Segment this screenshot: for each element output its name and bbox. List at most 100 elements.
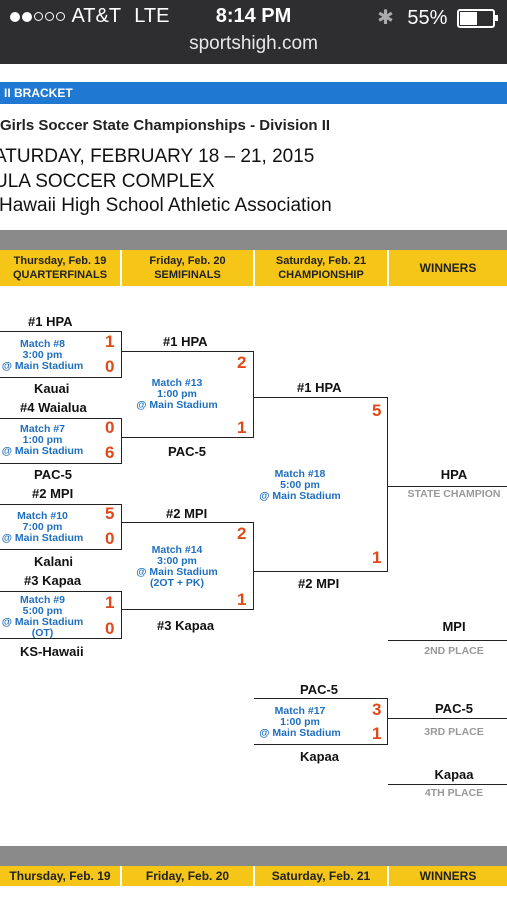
third-match-top-team: PAC-5 [300,682,339,697]
sf1-match-info: Match #13 1:00 pm @ Main Stadium [122,378,232,411]
match-time: 1:00 pm [280,716,320,728]
second-place-line [388,640,507,641]
sf2-bottom-team: #3 Kapaa [157,618,215,633]
clock: 8:14 PM [215,5,292,27]
match-number: Match #14 [151,544,203,556]
qf3-bottom-score: 0 [105,529,115,548]
qf2-bottom-score: 6 [105,443,115,462]
footer-col-thursday: Thursday, Feb. 19 [0,866,120,886]
carrier-name: AT&T [71,5,121,27]
final-top-score: 5 [372,401,382,420]
battery-icon [457,9,498,29]
winner-3-place: 3RD PLACE [424,726,484,738]
match-number: Match #17 [274,705,326,717]
qf4-bracket-box [0,591,122,639]
qf4-bottom-team: KS-Hawaii [20,644,84,659]
match-note: (2OT + PK) [150,577,204,589]
column-round: SEMIFINALS [154,269,221,281]
qf1-match-info: Match #8 3:00 pm @ Main Stadium [0,339,85,372]
qf3-bottom-team: Kalani [34,554,74,569]
third-match-left-stub [254,698,257,699]
qf1-bottom-team: Kauai [34,381,70,396]
third-match-bottom-score: 1 [372,724,382,743]
column-header-quarterfinals: Thursday, Feb. 19 QUARTERFINALS [0,250,120,286]
sf1-bracket-box [121,351,254,438]
match-number: Match #10 [17,510,68,522]
winner-4-team: Kapaa [434,767,474,782]
match-number: Match #13 [151,377,203,389]
match-note: (OT) [31,627,54,639]
sf1-top-team: #1 HPA [163,334,208,349]
sf2-top-team: #2 MPI [166,506,208,521]
sf2-top-score: 2 [237,524,247,543]
column-round: QUARTERFINALS [12,269,108,281]
column-day: WINNERS [419,261,477,275]
event-dates: ATURDAY, FEBRUARY 18 – 21, 2015 [0,146,315,167]
match-time: 1:00 pm [22,434,63,446]
divider-top [0,230,507,250]
final-top-team: #1 HPA [297,380,342,395]
third-place-line [388,718,507,719]
match-time: 3:00 pm [157,555,197,567]
match-time: 3:00 pm [22,349,63,361]
event-venue: ULA SOCCER COMPLEX [0,171,215,192]
status-bar: AT&T LTE 8:14 PM ✱ 55% sportshigh.com [0,0,507,64]
column-header-semifinals: Friday, Feb. 20 SEMIFINALS [122,250,253,286]
column-header-championship: Saturday, Feb. 21 CHAMPIONSHIP [255,250,387,286]
column-header-winners: WINNERS [389,250,507,286]
column-day: Friday, Feb. 20 [149,255,226,267]
battery: ✱ 55% [377,5,498,30]
qf3-match-info: Match #10 7:00 pm @ Main Stadium [0,511,85,544]
final-bracket-box [254,397,388,572]
sf1-bottom-score: 1 [237,418,247,437]
match-venue: @ Main Stadium [1,532,84,544]
footer-col-winners: WINNERS [389,866,507,886]
match-venue: @ Main Stadium [136,566,218,578]
qf3-top-score: 5 [105,504,115,523]
column-day: Thursday, Feb. 19 [13,255,107,267]
match-time: 1:00 pm [157,388,197,400]
sf2-bracket-box [121,522,254,610]
footer-col-friday: Friday, Feb. 20 [122,866,253,886]
final-bottom-score: 1 [372,548,382,567]
winner-2-team: MPI [442,619,466,634]
match-time: 7:00 pm [22,521,63,533]
match-number: Match #9 [20,594,65,606]
event-org: Hawaii High School Athletic Association [0,195,332,216]
match-number: Match #8 [20,338,65,350]
match-venue: @ Main Stadium [259,727,341,739]
qf1-bottom-score: 0 [105,357,115,376]
column-round: CHAMPIONSHIP [278,269,364,281]
qf1-top-score: 1 [105,332,115,351]
final-bottom-team: #2 MPI [298,576,340,591]
battery-percent: 55% [407,7,448,29]
match-venue: @ Main Stadium [1,616,84,628]
sf1-bottom-team: PAC-5 [168,444,207,459]
sf2-bottom-score: 1 [237,590,247,609]
footer-col-saturday: Saturday, Feb. 21 [255,866,387,886]
qf3-bracket-box [0,504,122,550]
divider-bottom [0,846,507,866]
match-venue: @ Main Stadium [259,490,341,502]
third-match-bottom-team: Kapaa [300,749,340,764]
qf4-bottom-score: 0 [105,619,115,638]
sf2-match-info: Match #14 3:00 pm @ Main Stadium (2OT + … [122,545,232,589]
winner-4-place: 4TH PLACE [424,787,484,799]
winner-1-team: HPA [440,467,468,482]
match-venue: @ Main Stadium [1,445,84,457]
winner-3-team: PAC-5 [434,701,474,716]
match-venue: @ Main Stadium [1,360,84,372]
url-bar[interactable]: sportshigh.com [189,33,318,54]
third-match-top-score: 3 [372,700,382,719]
match-time: 5:00 pm [280,479,320,491]
qf4-top-score: 1 [105,593,115,612]
champion-line [388,486,507,487]
qf2-top-team: #4 Waialua [20,400,87,415]
column-day: Saturday, Feb. 21 [275,255,367,267]
qf4-top-team: #3 Kapaa [24,573,82,588]
bluetooth-icon: ✱ [377,7,394,29]
qf1-bracket-box [0,331,122,378]
match-venue: @ Main Stadium [136,399,218,411]
match-time: 5:00 pm [22,605,63,617]
third-match-bracket-box [254,698,388,745]
